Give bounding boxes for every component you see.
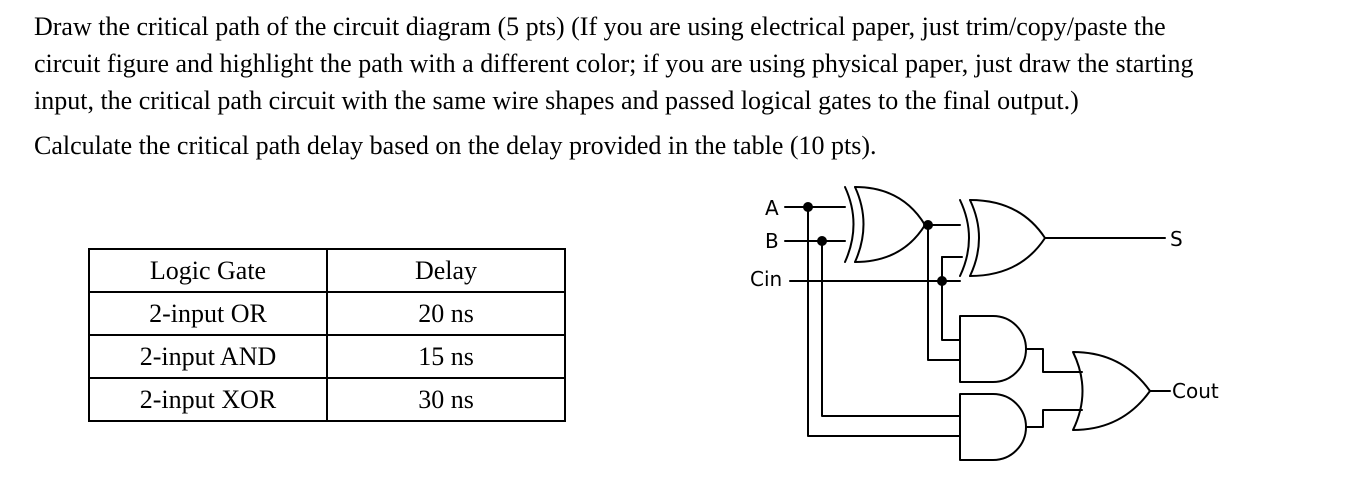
question-line-1: Draw the critical path of the circuit di… <box>34 12 1166 41</box>
gate-name-cell: 2-input OR <box>88 291 328 336</box>
output-label-cout: Cout <box>1172 379 1219 403</box>
junction-dot-cin <box>937 276 947 286</box>
junction-dot-b <box>817 236 827 246</box>
wire-b-branch <box>821 240 961 417</box>
table-row: 2-input OR 20 ns <box>88 291 566 336</box>
table-row: 2-input XOR 30 ns <box>88 377 566 422</box>
gate-delay-cell: 15 ns <box>326 334 566 379</box>
input-label-a: A <box>765 196 779 220</box>
header-delay: Delay <box>326 248 566 293</box>
gate-name-cell: 2-input XOR <box>88 377 328 422</box>
question-text: Draw the critical path of the circuit di… <box>34 8 1334 164</box>
header-logic-gate: Logic Gate <box>88 248 328 293</box>
xor-gate-2 <box>959 199 1046 277</box>
junction-dot-a <box>803 202 813 212</box>
and-gate-2 <box>959 393 1027 461</box>
gate-delay-table: Logic Gate Delay 2-input OR 20 ns 2-inpu… <box>88 248 566 422</box>
gate-delay-cell: 20 ns <box>326 291 566 336</box>
wire-and1-to-or <box>1025 348 1083 373</box>
wire-a-branch <box>807 206 961 437</box>
wire-xor1-to-and1 <box>927 224 961 361</box>
table-header-row: Logic Gate Delay <box>88 248 566 293</box>
or-gate <box>1072 351 1151 431</box>
gate-name-cell: 2-input AND <box>88 334 328 379</box>
question-line-4: Calculate the critical path delay based … <box>34 131 877 160</box>
and-gate-1 <box>959 315 1027 383</box>
table-row: 2-input AND 15 ns <box>88 334 566 379</box>
question-line-2: circuit figure and highlight the path wi… <box>34 49 1194 78</box>
wire-cin-to-and1 <box>941 256 961 341</box>
output-label-s: S <box>1170 227 1183 251</box>
wire-and2-to-or <box>1025 409 1083 428</box>
gate-delay-cell: 30 ns <box>326 377 566 422</box>
question-line-3: input, the critical path circuit with th… <box>34 86 1079 115</box>
input-label-cin: Cin <box>750 267 782 291</box>
input-label-b: B <box>765 229 779 253</box>
xor-gate-1 <box>844 186 926 263</box>
